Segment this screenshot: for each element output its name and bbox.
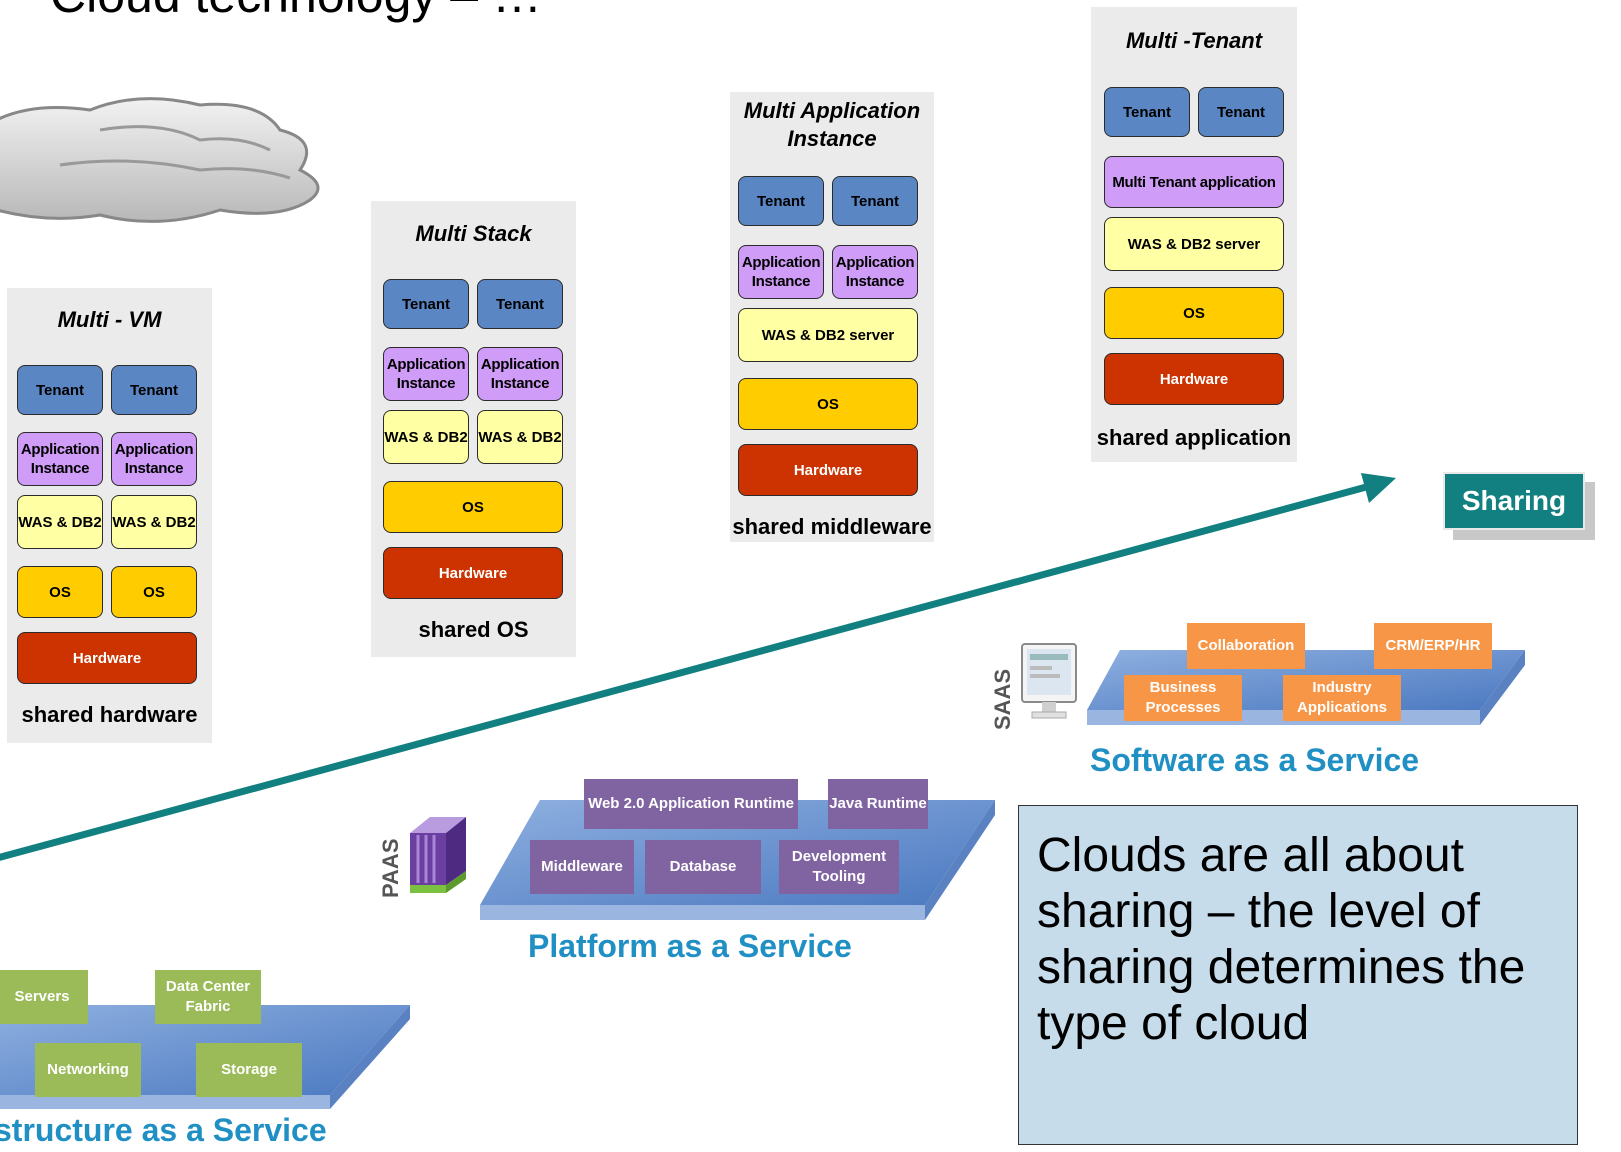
was-db2-box: WAS & DB2 [17, 495, 103, 549]
hardware-box: Hardware [738, 444, 918, 496]
application-instance-box: Application Instance [111, 432, 197, 486]
iaas-tile-networking: Networking [35, 1043, 141, 1097]
multi-tenant-application-box: Multi Tenant application [1104, 156, 1284, 208]
paas-caption: Platform as a Service [528, 928, 852, 964]
panel-multi-vm: Multi - VM Tenant Tenant Application Ins… [7, 288, 212, 743]
saas-tile-industry-applications: Industry Applications [1283, 675, 1401, 721]
panel-multi-application-instance: Multi Application Instance Tenant Tenant… [730, 92, 934, 542]
tenant-box: Tenant [383, 279, 469, 329]
tenant-box: Tenant [477, 279, 563, 329]
panel-footer: shared middleware [732, 514, 932, 539]
panel-footer: shared OS [418, 617, 529, 642]
hardware-box: Hardware [17, 632, 197, 684]
was-db2-box: WAS & DB2 [111, 495, 197, 549]
panel-title: Multi Stack [415, 221, 532, 246]
os-box: OS [17, 566, 103, 618]
application-instance-box: Application Instance [477, 347, 563, 401]
paas-tile-development-tooling: Development Tooling [779, 840, 899, 894]
paas-tile-middleware: Middleware [530, 840, 634, 894]
sharing-label: Sharing [1443, 472, 1585, 530]
saas-caption: Software as a Service [1090, 742, 1420, 778]
panel-multi-tenant: Multi -Tenant Tenant Tenant Multi Tenant… [1091, 7, 1297, 462]
tenant-box: Tenant [1198, 87, 1284, 137]
was-db2-box: WAS & DB2 server [738, 308, 918, 362]
was-db2-box: WAS & DB2 [383, 410, 469, 464]
application-instance-box: Application Instance [17, 432, 103, 486]
monitor-icon [1021, 643, 1077, 719]
os-box: OS [1104, 287, 1284, 339]
panel-footer: shared application [1096, 425, 1292, 450]
was-db2-box: WAS & DB2 server [1104, 217, 1284, 271]
os-box: OS [111, 566, 197, 618]
summary-note: Clouds are all about sharing – the level… [1018, 805, 1578, 1145]
tenant-box: Tenant [1104, 87, 1190, 137]
hardware-box: Hardware [383, 547, 563, 599]
saas-tile-crm: CRM/ERP/HR [1374, 623, 1492, 669]
panel-title: Multi -Tenant [1125, 28, 1263, 53]
panel-title: Multi Application Instance [743, 98, 921, 151]
tenant-box: Tenant [17, 365, 103, 415]
tenant-box: Tenant [738, 176, 824, 226]
server-stack-icon [410, 817, 466, 893]
application-instance-box: Application Instance [383, 347, 469, 401]
page-title: Cloud technology – … [50, 0, 542, 24]
application-instance-box: Application Instance [832, 245, 918, 299]
hardware-box: Hardware [1104, 353, 1284, 405]
paas-vertical-label: PAAS [378, 838, 403, 899]
tenant-box: Tenant [832, 176, 918, 226]
saas-vertical-label: SAAS [990, 668, 1015, 730]
iaas-tile-servers: Servers [0, 970, 88, 1024]
saas-tile-business-processes: Business Processes [1124, 675, 1242, 721]
panel-multi-stack: Multi Stack Tenant Tenant Application In… [371, 201, 576, 657]
iaas-tile-storage: Storage [196, 1043, 302, 1097]
panel-title: Multi - VM [57, 307, 162, 332]
was-db2-box: WAS & DB2 [477, 410, 563, 464]
tenant-box: Tenant [111, 365, 197, 415]
paas-tile-database: Database [645, 840, 761, 894]
paas-tile-java-runtime: Java Runtime [828, 779, 928, 829]
application-instance-box: Application Instance [738, 245, 824, 299]
iaas-caption: structure as a Service [0, 1112, 327, 1148]
paas-tile-web20-runtime: Web 2.0 Application Runtime [584, 779, 798, 829]
os-box: OS [383, 481, 563, 533]
panel-footer: shared hardware [21, 702, 198, 727]
cloud-icon [0, 97, 320, 223]
iaas-tile-data-center-fabric: Data Center Fabric [155, 970, 261, 1024]
os-box: OS [738, 378, 918, 430]
saas-tile-collaboration: Collaboration [1187, 623, 1305, 669]
